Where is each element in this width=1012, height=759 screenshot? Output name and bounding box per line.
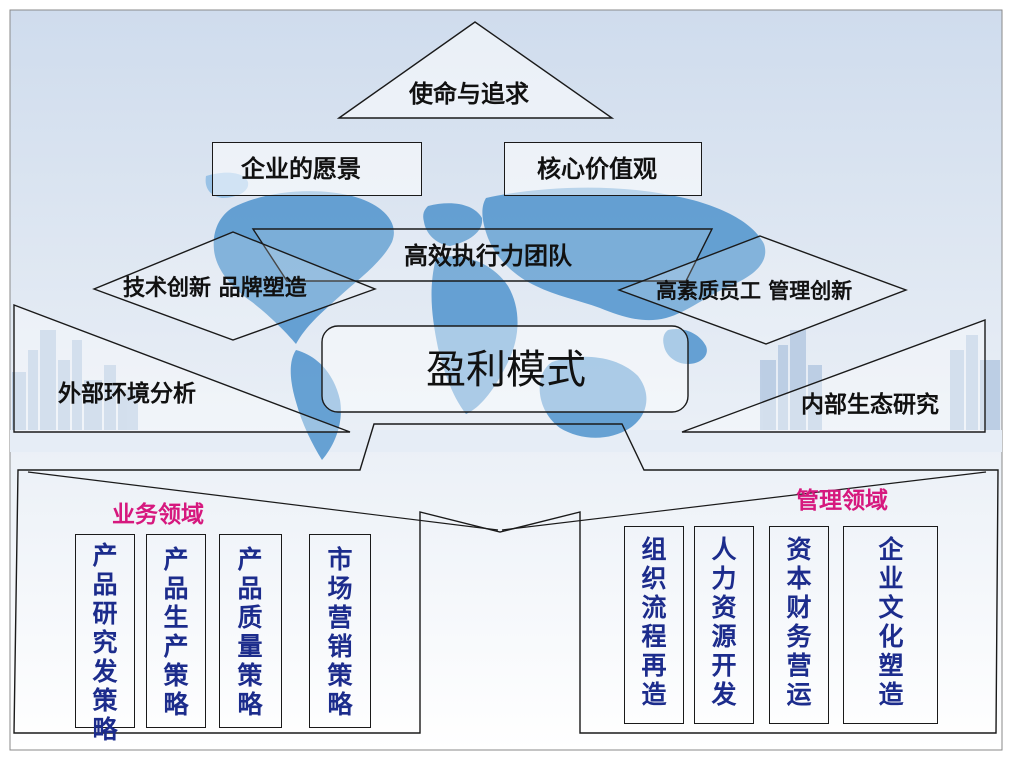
floor-band (10, 430, 1002, 452)
business-item-2: 产品生产策略 (146, 534, 206, 728)
team-parallelogram (251, 228, 714, 282)
right-wedge (681, 318, 986, 433)
funnel-line-right (501, 471, 987, 531)
mission-label: 使命与追求 (409, 80, 529, 108)
right-wedge-label: 内部生态研究 (801, 392, 939, 418)
business-item-4-text: 市场营销策略 (327, 545, 353, 719)
business-title: 业务领域 (112, 502, 204, 528)
right-diamond-label: 高素质员工 管理创新 (656, 279, 853, 303)
vision-box: 企业的愿景 (212, 142, 422, 196)
left-wedge (13, 303, 351, 433)
business-item-4: 市场营销策略 (309, 534, 371, 728)
management-title: 管理领域 (796, 488, 888, 514)
left-diamond (92, 231, 377, 341)
vision-label: 企业的愿景 (241, 155, 361, 183)
profit-model-label: 盈利模式 (426, 347, 586, 393)
mission-triangle (336, 21, 615, 119)
business-item-3-text: 产品质量策略 (237, 545, 263, 719)
business-item-2-text: 产品生产策略 (163, 545, 189, 719)
values-label: 核心价值观 (537, 155, 657, 183)
funnel-arrow (13, 423, 999, 734)
left-wedge-label: 外部环境分析 (58, 381, 196, 407)
business-item-3: 产品质量策略 (219, 534, 282, 728)
management-item-2-text: 人力资源开发 (711, 535, 737, 709)
business-item-1-text: 产品研究发策略 (92, 541, 118, 744)
management-item-1: 组织流程再造 (624, 526, 684, 724)
values-box: 核心价值观 (504, 142, 702, 196)
left-diamond-label: 技术创新 品牌塑造 (123, 276, 307, 301)
management-item-4-text: 企业文化塑造 (878, 535, 904, 709)
business-item-1: 产品研究发策略 (75, 534, 135, 744)
management-item-3: 资本财务营运 (769, 526, 829, 724)
sky-background (10, 10, 1002, 750)
city-skyline-left (12, 330, 138, 432)
team-label: 高效执行力团队 (404, 242, 572, 270)
profit-model-frame (321, 325, 689, 413)
management-item-1-text: 组织流程再造 (641, 535, 667, 709)
management-item-4: 企业文化塑造 (843, 526, 938, 724)
management-item-2: 人力资源开发 (694, 526, 754, 724)
right-diamond (617, 235, 908, 345)
management-item-3-text: 资本财务营运 (786, 535, 812, 709)
funnel-line-left (27, 471, 499, 531)
outer-frame (9, 9, 1003, 751)
